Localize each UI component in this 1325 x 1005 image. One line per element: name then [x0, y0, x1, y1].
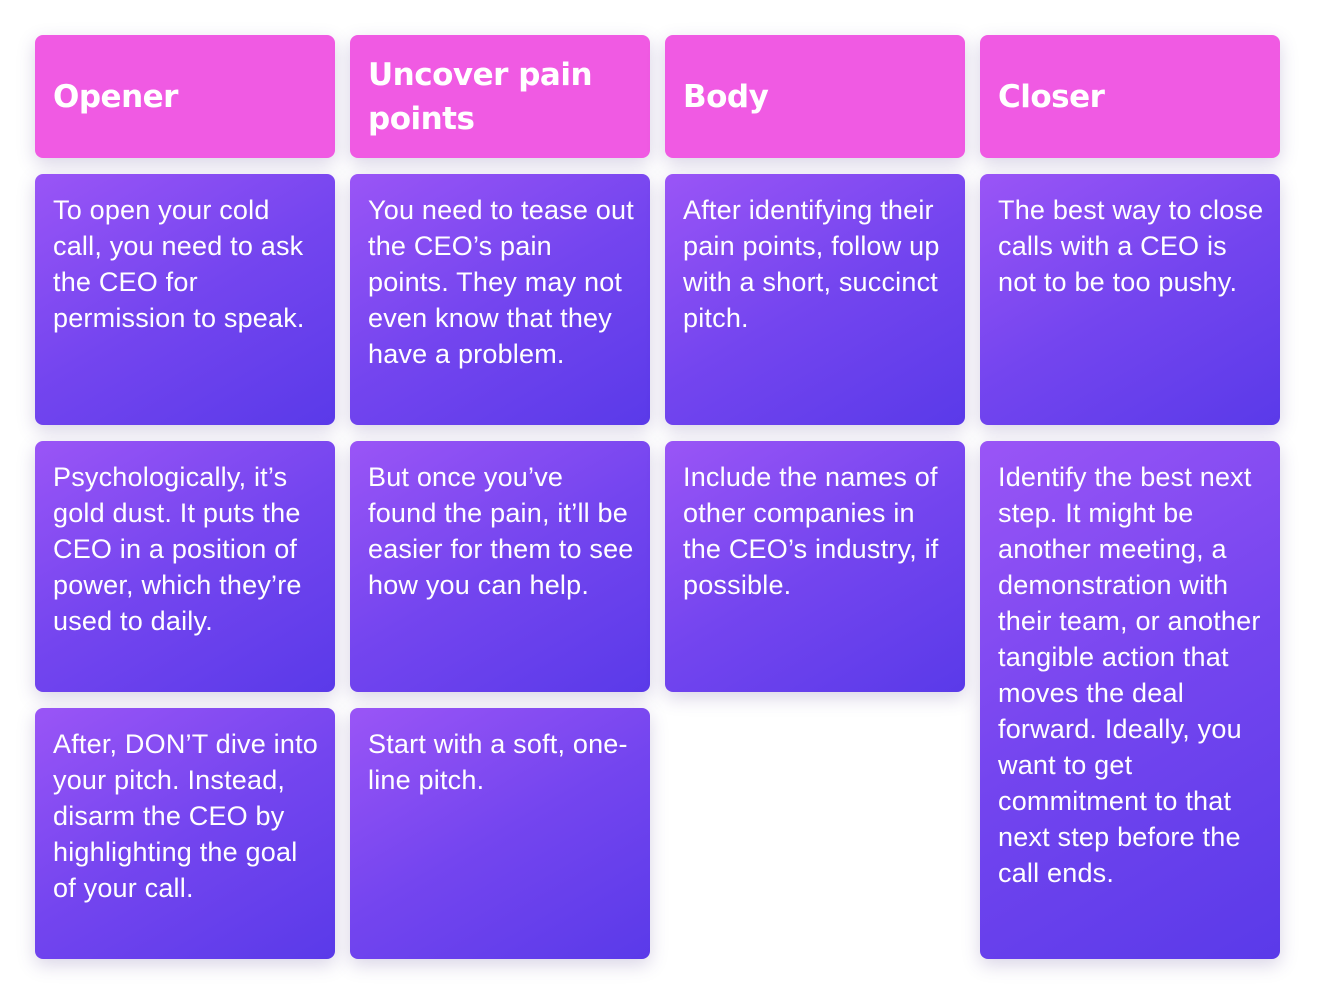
note-card: Start with a soft, one-line pitch.	[350, 708, 650, 959]
note-text: Start with a soft, one-line pitch.	[368, 729, 628, 795]
note-text: Psychologically, it’s gold dust. It puts…	[53, 462, 302, 636]
note-card: But once you’ve found the pain, it’ll be…	[350, 441, 650, 692]
column-title: Closer	[998, 78, 1105, 115]
note-text: Identify the best next step. It might be…	[998, 462, 1261, 888]
column-header-opener: Opener	[35, 35, 335, 158]
note-card: After identifying their pain points, fol…	[665, 174, 965, 425]
note-text: After, DON’T dive into your pitch. Inste…	[53, 729, 319, 903]
note-card: Identify the best next step. It might be…	[980, 441, 1280, 959]
column-title: Opener	[53, 78, 178, 115]
column-header-closer: Closer	[980, 35, 1280, 158]
note-text: After identifying their pain points, fol…	[683, 195, 940, 333]
note-card: You need to tease out the CEO’s pain poi…	[350, 174, 650, 425]
note-card: Psychologically, it’s gold dust. It puts…	[35, 441, 335, 692]
note-card: Include the names of other companies in …	[665, 441, 965, 692]
column-header-body: Body	[665, 35, 965, 158]
note-text: The best way to close calls with a CEO i…	[998, 195, 1264, 297]
column-title: Body	[683, 78, 769, 115]
note-card: The best way to close calls with a CEO i…	[980, 174, 1280, 425]
note-text: To open your cold call, you need to ask …	[53, 195, 305, 333]
note-text: Include the names of other companies in …	[683, 462, 939, 600]
note-card: After, DON’T dive into your pitch. Inste…	[35, 708, 335, 959]
column-title: Uncover pain points	[368, 56, 593, 137]
note-text: But once you’ve found the pain, it’ll be…	[368, 462, 634, 600]
note-text: You need to tease out the CEO’s pain poi…	[368, 195, 634, 369]
column-header-uncover-pain-points: Uncover pain points	[350, 35, 650, 158]
note-card: To open your cold call, you need to ask …	[35, 174, 335, 425]
